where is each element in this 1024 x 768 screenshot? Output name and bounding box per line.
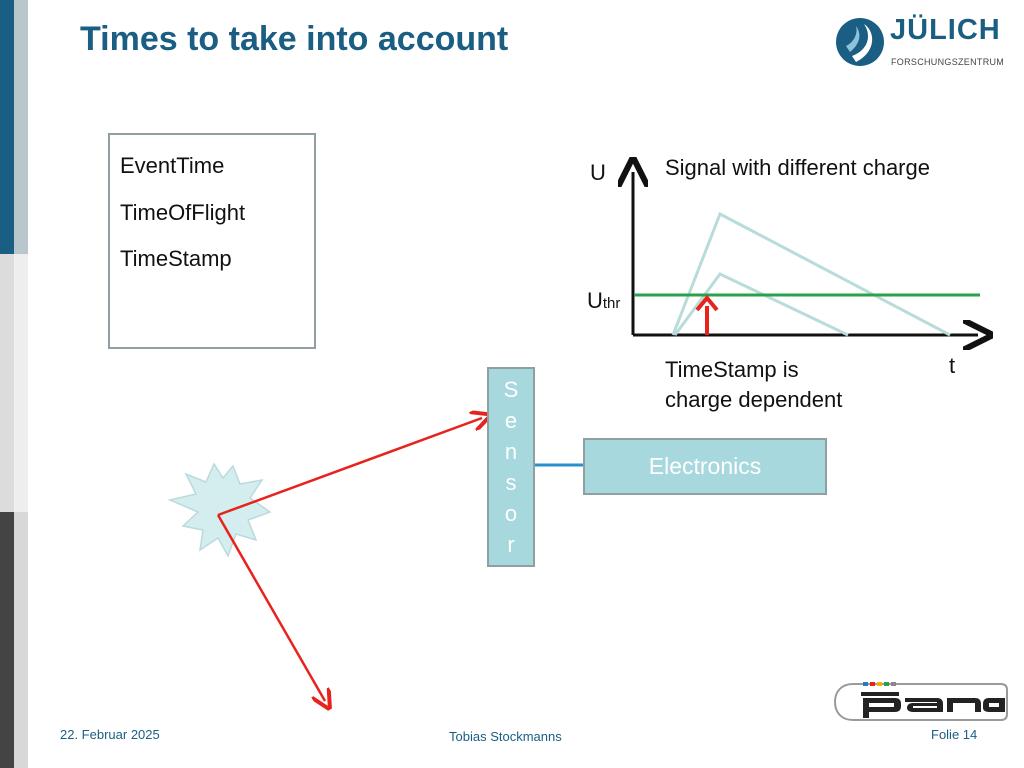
electronics-box: Electronics <box>583 438 827 495</box>
juelich-logo: JÜLICH FORSCHUNGSZENTRUM <box>834 12 1009 74</box>
panda-logo-icon <box>833 682 1008 721</box>
particle-track-to-sensor <box>217 418 482 517</box>
side-bar-blue-light <box>14 0 28 254</box>
slide-title: Times to take into account <box>80 20 509 58</box>
side-bar-lighter <box>14 254 28 512</box>
time-list-box: EventTime TimeOfFlight TimeStamp <box>108 133 316 349</box>
side-bar-dark <box>0 512 14 768</box>
juelich-logo-subtitle: FORSCHUNGSZENTRUM <box>891 57 1005 67</box>
timestamp-note-line1: TimeStamp is <box>665 357 799 382</box>
plot-caption: Signal with different charge <box>665 155 930 180</box>
timestamp-arrow-head <box>695 294 719 312</box>
threshold-label: Uthr <box>587 288 620 314</box>
footer-date: 22. Februar 2025 <box>60 727 160 742</box>
signal-low-charge <box>673 272 849 337</box>
plot-y-axis-label: U <box>590 160 606 185</box>
sensor-letter: S <box>503 377 519 402</box>
side-bar <box>0 0 28 768</box>
juelich-logo-text: JÜLICH <box>890 14 1001 46</box>
footer-slide-number: Folie 14 <box>931 727 978 742</box>
sensor-letter: o <box>504 501 518 526</box>
sensor-letter: r <box>507 532 515 557</box>
sensor-letter: s <box>505 470 517 495</box>
interaction-burst-icon <box>167 462 272 558</box>
side-bar-dark-light <box>14 512 28 768</box>
side-bar-blue <box>0 0 14 254</box>
particle-track-downward <box>216 514 325 701</box>
time-item-time-of-flight: TimeOfFlight <box>120 200 246 225</box>
time-item-time-stamp: TimeStamp <box>120 246 232 271</box>
timestamp-note-line2: charge dependent <box>665 387 843 412</box>
footer-author: Tobias Stockmanns <box>449 729 562 744</box>
side-bar-light <box>0 254 14 512</box>
time-item-event-time: EventTime <box>120 153 225 178</box>
threshold-label-main: U <box>587 288 603 313</box>
sensor-letter: e <box>504 408 518 433</box>
juelich-logo-mark-icon <box>836 18 884 66</box>
plot-x-axis-label: t <box>949 353 956 378</box>
sensor-box: S e n s o r <box>487 367 535 567</box>
sensor-letter: n <box>504 439 518 464</box>
threshold-label-sub: thr <box>602 295 621 312</box>
